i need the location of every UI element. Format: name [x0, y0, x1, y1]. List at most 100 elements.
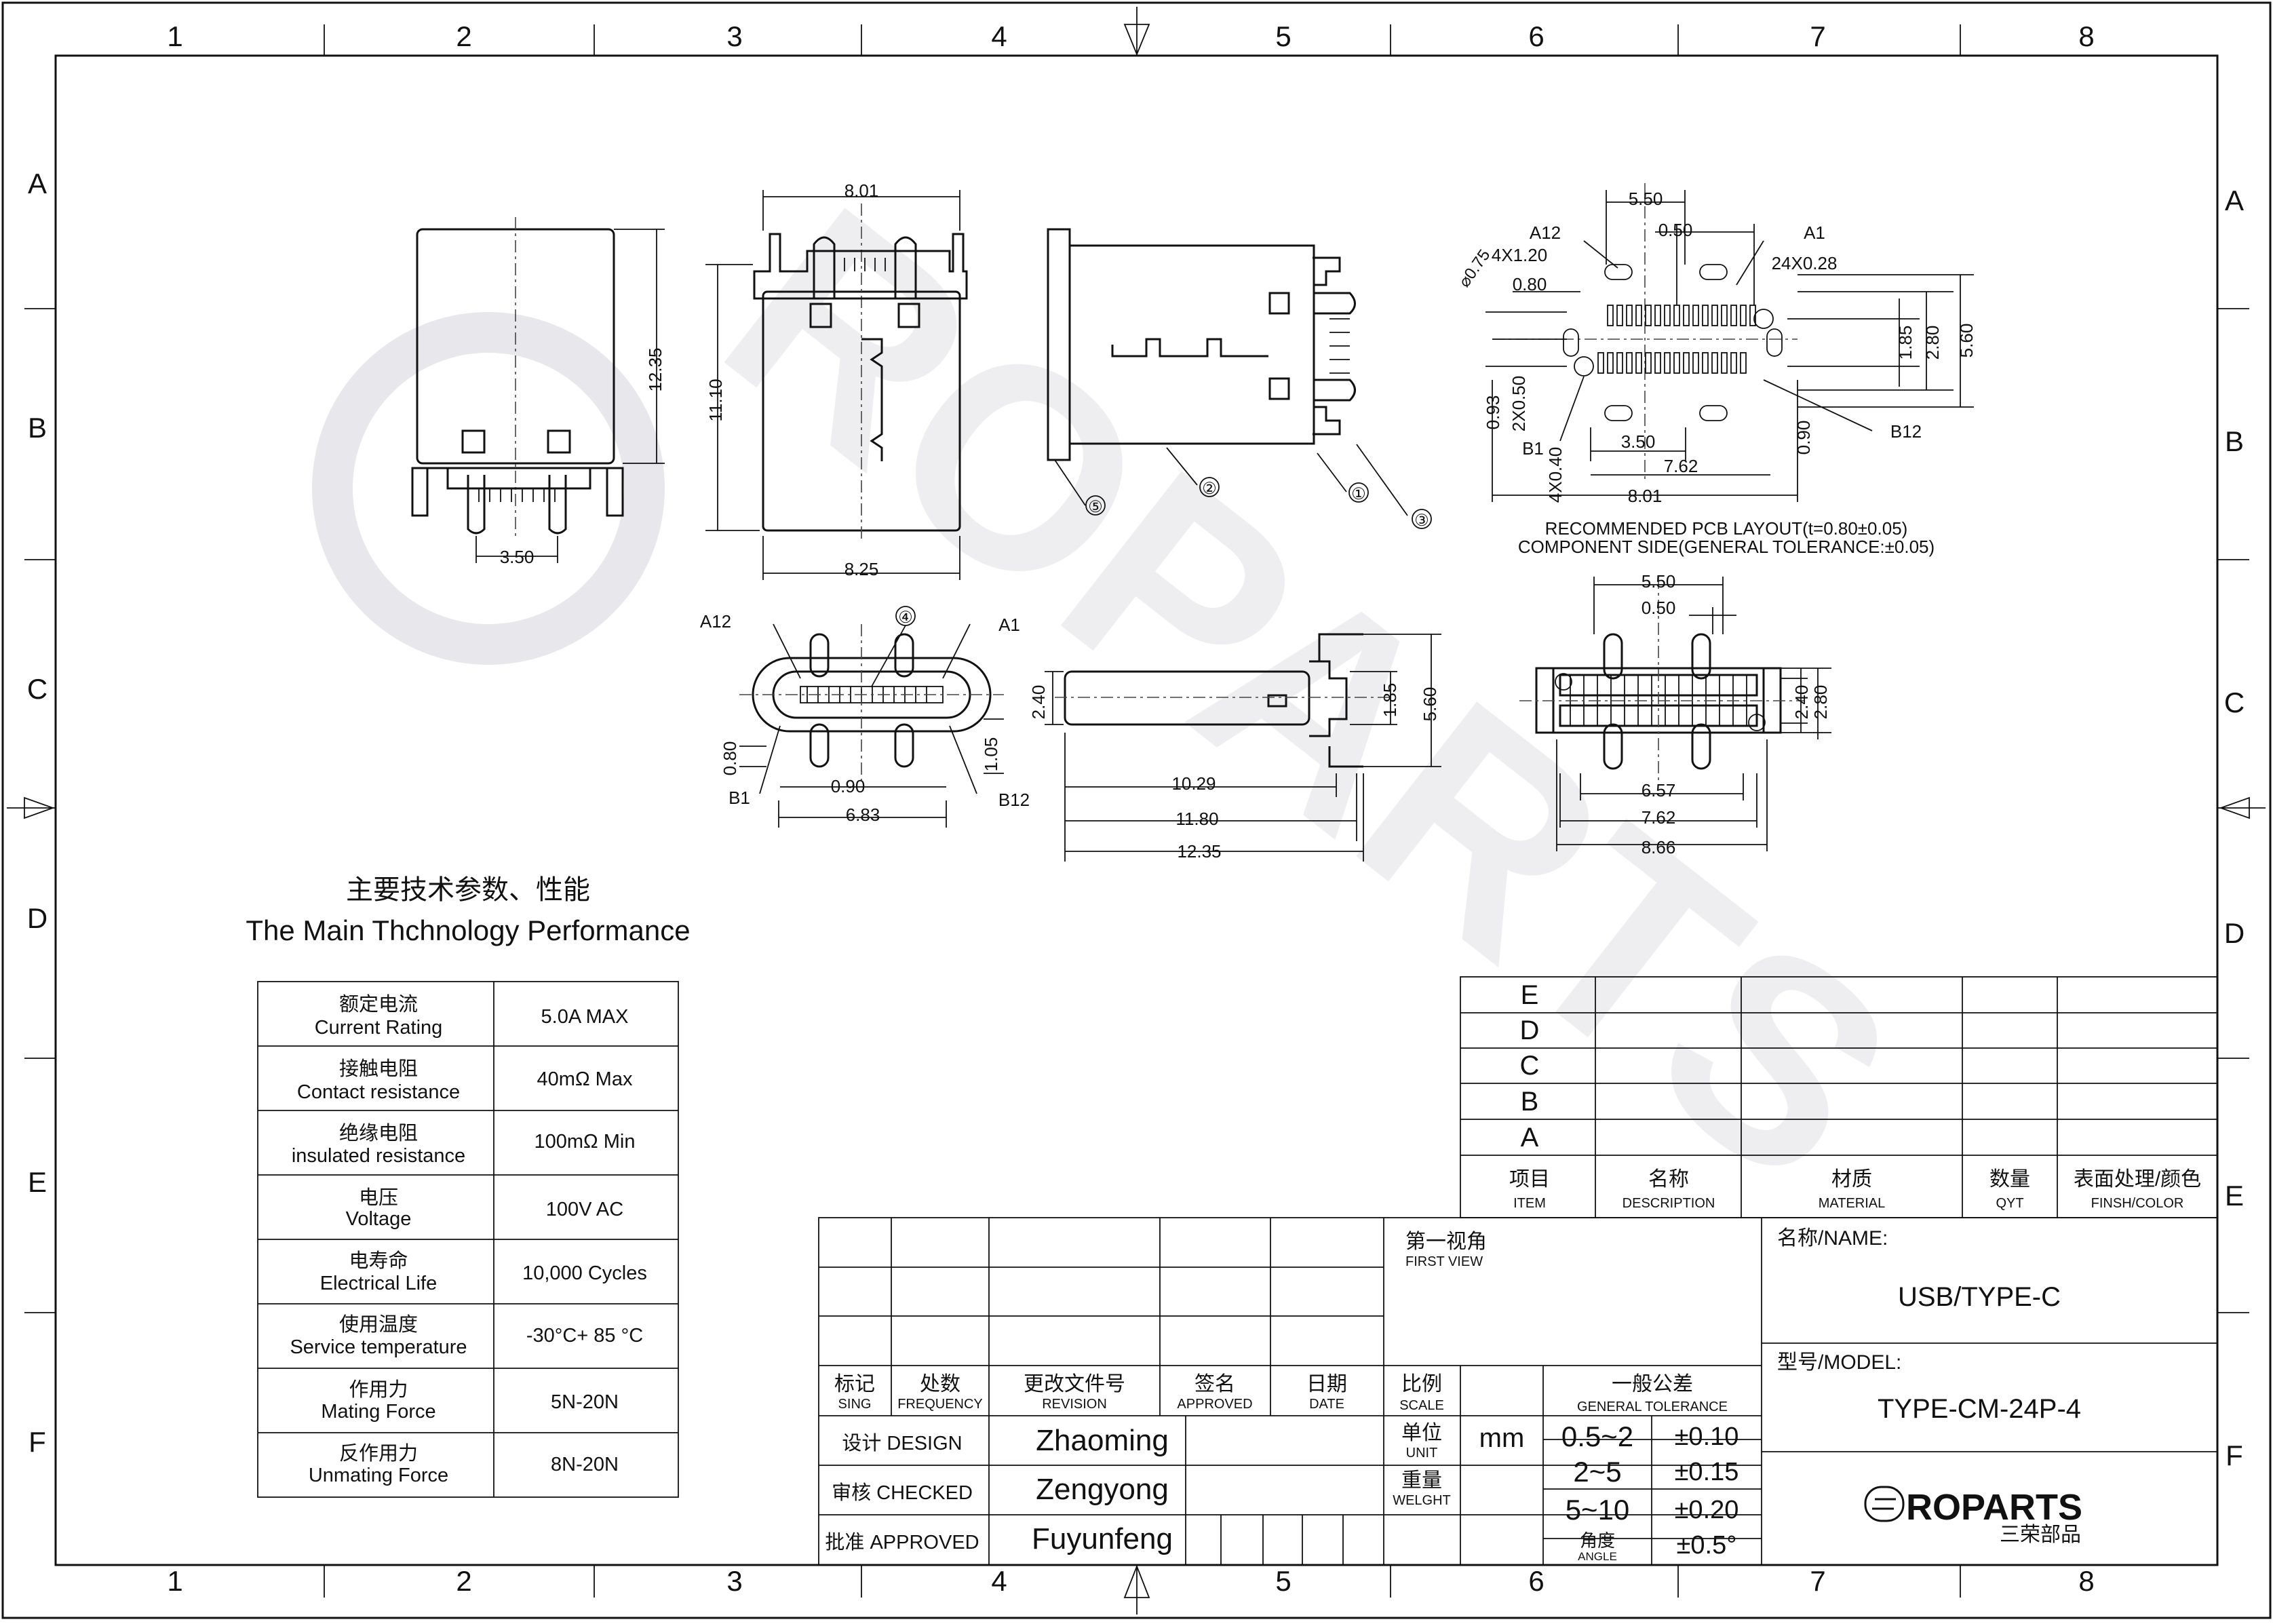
- dim-label: 0.80: [720, 741, 740, 776]
- dim-label: 5.60: [1956, 324, 1977, 358]
- callout-4: ④: [898, 608, 913, 627]
- pin-label-a1: A1: [998, 615, 1020, 635]
- logo-cn: 三荣部品: [2000, 1524, 2081, 1546]
- first-view-en: FIRST VIEW: [1405, 1254, 1483, 1269]
- row-label: C: [2224, 687, 2245, 718]
- dim-label: 12.35: [1177, 841, 1221, 862]
- dim-label: 8.25: [844, 559, 879, 579]
- dim-label: 1.85: [1895, 326, 1916, 360]
- pcb-note-1: RECOMMENDED PCB LAYOUT(t=0.80±0.05): [1545, 518, 1908, 539]
- dim-label: 7.62: [1641, 807, 1676, 828]
- dim-label: 2.80: [1810, 685, 1831, 720]
- callout-5: ⑤: [1088, 498, 1103, 516]
- view-side: ⑤ ② ① ③: [1047, 228, 1432, 530]
- perf-row-label-en: Current Rating: [315, 1017, 443, 1039]
- bom-table: E D C B A 项目 ITEM 名称 DESCRIPTION 材质 MATE…: [1460, 976, 2218, 1218]
- bom-header-cn: 材质: [1831, 1168, 1872, 1191]
- logo-text: ROPARTS: [1906, 1487, 2082, 1528]
- perf-title-en: The Main Thchnology Performance: [246, 914, 690, 946]
- bom-header-cn: 表面处理/颜色: [2074, 1168, 2201, 1191]
- dim-label: 12.35: [645, 347, 665, 391]
- perf-row-value: 100V AC: [546, 1199, 623, 1220]
- dim-label: 2.40: [1791, 685, 1812, 720]
- dim-label: 5.50: [1629, 189, 1663, 209]
- perf-row-label-cn: 接触电阻: [339, 1058, 418, 1080]
- row-label: E: [28, 1166, 47, 1198]
- scale-en: SCALE: [1399, 1398, 1444, 1413]
- view-front: A12 A1 ④ 0.80 0.90 1.05 B1 B12 6.83: [700, 606, 1030, 828]
- col-label: 7: [1810, 1565, 1825, 1597]
- dim-label: 3.50: [500, 547, 535, 567]
- design-name: Zhaoming: [1036, 1424, 1169, 1457]
- dim-label: 0.50: [1641, 598, 1676, 618]
- model-label: 型号/MODEL:: [1777, 1351, 1901, 1374]
- perf-row-value: 100mΩ Min: [534, 1131, 635, 1153]
- dim-label: 7.62: [1664, 456, 1698, 476]
- col-label: 4: [991, 20, 1007, 52]
- rev-header-en: REVISION: [1042, 1397, 1107, 1412]
- pin-label-a1: A1: [1804, 223, 1825, 243]
- bom-header-cn: 名称: [1648, 1168, 1689, 1191]
- part-name: USB/TYPE-C: [1898, 1282, 2061, 1312]
- pin-label-a12: A12: [700, 611, 731, 632]
- tolerance-cn: 一般公差: [1612, 1373, 1693, 1395]
- perf-row-value: 5N-20N: [551, 1391, 619, 1413]
- first-view-cn: 第一视角: [1405, 1231, 1487, 1253]
- perf-row-label-en: Service temperature: [290, 1336, 467, 1358]
- bom-header-en: DESCRIPTION: [1623, 1196, 1715, 1211]
- bom-row-letter: B: [1521, 1087, 1539, 1117]
- view-pcb: 5.50 0.50 A12 A1 4X1.20 24X0.28 ⌀0.75 0.…: [1455, 183, 1977, 557]
- dim-label: 2X0.50: [1509, 376, 1529, 431]
- perf-row-value: 40mΩ Max: [537, 1068, 633, 1090]
- model-number: TYPE-CM-24P-4: [1878, 1394, 2081, 1424]
- name-label: 名称/NAME:: [1777, 1227, 1888, 1250]
- pin-label-b1: B1: [728, 788, 750, 808]
- performance-section: 主要技术参数、性能 The Main Thchnology Performanc…: [246, 875, 691, 1498]
- perf-row-label-en: insulated resistance: [292, 1145, 465, 1167]
- bom-row-letter: C: [1520, 1051, 1540, 1081]
- scale-cn: 比例: [1401, 1373, 1442, 1395]
- dim-label: 4X1.20: [1492, 245, 1547, 265]
- col-label: 2: [456, 1565, 471, 1597]
- dim-label: 6.57: [1641, 780, 1676, 800]
- pcb-note-2: COMPONENT SIDE(GENERAL TOLERANCE:±0.05): [1518, 537, 1935, 557]
- view-side-profile: 2.40 1.85 5.60 10.29 11.80 12.35: [1028, 633, 1441, 862]
- perf-row-label-cn: 使用温度: [339, 1313, 418, 1336]
- row-label: D: [27, 902, 47, 934]
- view-top: 12.35 3.50: [411, 217, 665, 567]
- dim-label: 8.01: [844, 180, 879, 201]
- col-label: 8: [2078, 20, 2094, 52]
- angle-en: ANGLE: [1578, 1550, 1617, 1563]
- perf-title-cn: 主要技术参数、性能: [346, 875, 590, 905]
- rev-header-en: FREQUENCY: [897, 1397, 983, 1412]
- rev-header-en: APPROVED: [1177, 1397, 1252, 1412]
- row-label: A: [28, 168, 47, 199]
- bom-header-en: MATERIAL: [1819, 1196, 1886, 1211]
- perf-row-label-en: Contact resistance: [297, 1081, 460, 1103]
- bom-header-en: ITEM: [1513, 1196, 1546, 1211]
- dim-label: 2.80: [1922, 326, 1943, 360]
- bom-row-letter: A: [1521, 1123, 1539, 1153]
- dim-label: 11.10: [705, 379, 726, 421]
- col-label: 5: [1275, 1565, 1291, 1597]
- rev-header-cn: 更改文件号: [1024, 1373, 1125, 1395]
- dim-label: 3.50: [1621, 431, 1656, 452]
- view-bottom: 5.50 0.50 2.40 2.80 6.57 7.62 8.66: [1519, 571, 1831, 857]
- row-label: F: [2226, 1439, 2243, 1471]
- pin-label-b1: B1: [1522, 438, 1544, 459]
- col-label: 2: [456, 20, 471, 52]
- rev-header-cn: 处数: [920, 1373, 960, 1395]
- col-label: 1: [167, 20, 182, 52]
- bom-header-en: FINSH/COLOR: [2091, 1196, 2184, 1211]
- dim-label: 4X0.40: [1545, 447, 1566, 503]
- unit-cn: 单位: [1401, 1422, 1442, 1444]
- perf-row-label-en: Electrical Life: [320, 1273, 437, 1294]
- col-label: 3: [726, 1565, 742, 1597]
- perf-row-label-cn: 反作用力: [339, 1442, 418, 1465]
- col-label: 7: [1810, 20, 1825, 52]
- perf-row-value: 8N-20N: [551, 1454, 619, 1475]
- perf-row-value: -30°C+ 85 °C: [526, 1325, 643, 1347]
- row-label: B: [28, 412, 47, 444]
